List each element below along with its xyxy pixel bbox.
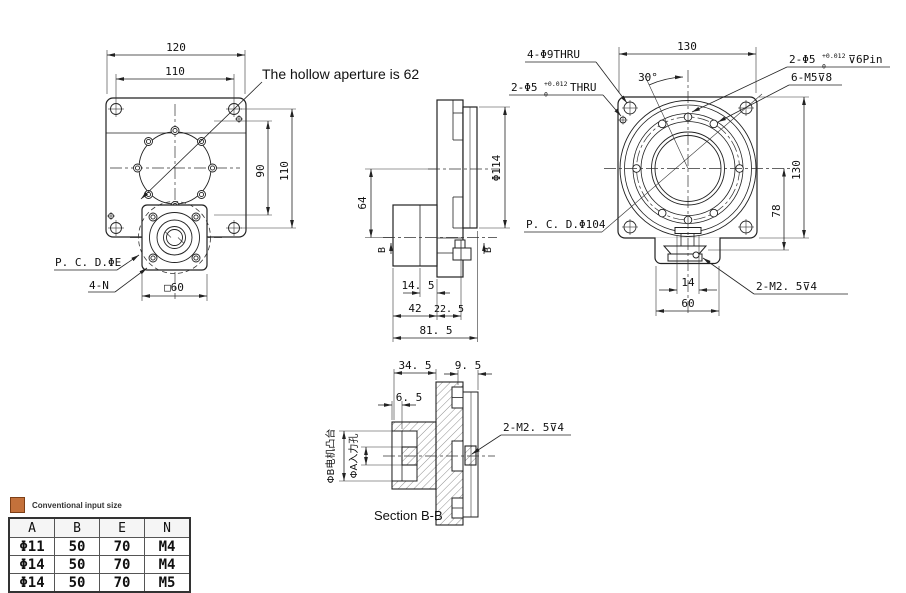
table-cell-e: 70 [99, 555, 145, 574]
dim-rear-14: 14 [681, 276, 695, 289]
table-row: Φ14 50 70 M4 [8, 555, 191, 574]
front-view-dimensions: 120 110 90 110 The hollow aperture is 62… [54, 41, 419, 301]
dim-front-90: 90 [254, 164, 267, 177]
dim-section-6-5: 6. 5 [396, 391, 423, 404]
table-cell-e: 70 [99, 537, 145, 556]
motor-flange-holes [148, 212, 201, 263]
dim-side-22-5: 22. 5 [434, 304, 464, 315]
table-cell-n: M5 [144, 573, 191, 593]
rear-view-dimensions: 130 30° 4-Φ9THRU 2-Φ5 +0.012 0 THRU 2-Φ5… [509, 40, 890, 316]
label-2-phi5-pin-sub: 0 [822, 63, 826, 71]
label-4-phi9-thru: 4-Φ9THRU [527, 48, 580, 61]
dim-rear-130-right: 130 [790, 160, 803, 180]
table-cell-a: Φ14 [8, 573, 55, 593]
dim-rear-78: 78 [770, 204, 783, 217]
table-cell-a: Φ11 [8, 537, 55, 556]
table-header-cell: A [8, 517, 55, 538]
dim-front-110-right: 110 [278, 161, 291, 181]
label-2-phi5-pin-suffix: ⊽6Pin [848, 53, 883, 66]
dim-section-9-5: 9. 5 [455, 359, 482, 372]
dim-front-120: 120 [166, 41, 186, 54]
side-view-dimensions: 64 Φ114 14. 5 42 22. 5 81. 5 [356, 106, 510, 342]
dim-front-110-top: 110 [165, 65, 185, 78]
label-2-phi5-thru-suffix: THRU [570, 81, 597, 94]
legend-color-swatch [10, 497, 25, 513]
dim-square-60: □60 [164, 281, 184, 294]
note-hollow-aperture: The hollow aperture is 62 [262, 66, 419, 82]
table-header-cell: N [144, 517, 191, 538]
dim-side-64: 64 [356, 196, 369, 210]
legend-label: Conventional input size [32, 500, 122, 510]
table-header-cell: E [99, 517, 145, 538]
dim-side-14-5: 14. 5 [401, 279, 434, 292]
section-marker-b-left: B [377, 247, 388, 253]
section-view [383, 381, 495, 526]
label-pcd-104: P. C. D.Φ104 [526, 218, 606, 231]
section-view-dimensions: 34. 5 9. 5 6. 5 ΦB电机凸台 ΦA入力孔 2-M2. 5⊽4 S… [324, 359, 571, 523]
label-pcd-e: P. C. D.ΦE [55, 256, 121, 269]
label-motor-boss: ΦB电机凸台 [324, 429, 337, 484]
dim-angle-30: 30° [638, 71, 658, 84]
table-row: Φ11 50 70 M4 [8, 537, 191, 556]
label-2-phi5-thru: 2-Φ5 [511, 81, 538, 94]
label-input-hole: ΦA入力孔 [347, 434, 360, 479]
section-cut-markers: B B [377, 243, 494, 254]
dim-side-42: 42 [408, 302, 421, 315]
label-2-phi5-pin-sup: +0.012 [822, 52, 846, 60]
label-2-phi5-thru-sup: +0.012 [544, 80, 568, 88]
table-header-cell: B [54, 517, 100, 538]
table-cell-b: 50 [54, 555, 100, 574]
front-view [105, 97, 247, 299]
dim-section-34-5: 34. 5 [398, 359, 431, 372]
table-cell-e: 70 [99, 573, 145, 593]
side-view: B B [377, 99, 500, 278]
label-6-m5: 6-M5⊽8 [791, 71, 832, 84]
dim-rear-130-top: 130 [677, 40, 697, 53]
table-cell-b: 50 [54, 573, 100, 593]
label-2-phi5-thru-sub: 0 [544, 91, 548, 99]
label-2-m25-rear: 2-M2. 5⊽4 [756, 280, 817, 293]
table-cell-a: Φ14 [8, 555, 55, 574]
label-4-n: 4-N [89, 279, 109, 292]
table-cell-n: M4 [144, 537, 191, 556]
table-cell-n: M4 [144, 555, 191, 574]
dim-rear-60: 60 [681, 297, 694, 310]
table-cell-b: 50 [54, 537, 100, 556]
rear-view [601, 70, 792, 314]
table-row: Φ14 50 70 M5 [8, 573, 191, 593]
label-2-m25-section: 2-M2. 5⊽4 [503, 421, 564, 434]
section-title: Section B-B [374, 508, 443, 523]
section-marker-b-right: B [483, 247, 494, 253]
legend: Conventional input size [10, 497, 122, 513]
dim-side-81-5: 81. 5 [419, 324, 452, 337]
dim-side-phi114: Φ114 [490, 154, 503, 181]
label-2-phi5-pin: 2-Φ5 [789, 53, 816, 66]
